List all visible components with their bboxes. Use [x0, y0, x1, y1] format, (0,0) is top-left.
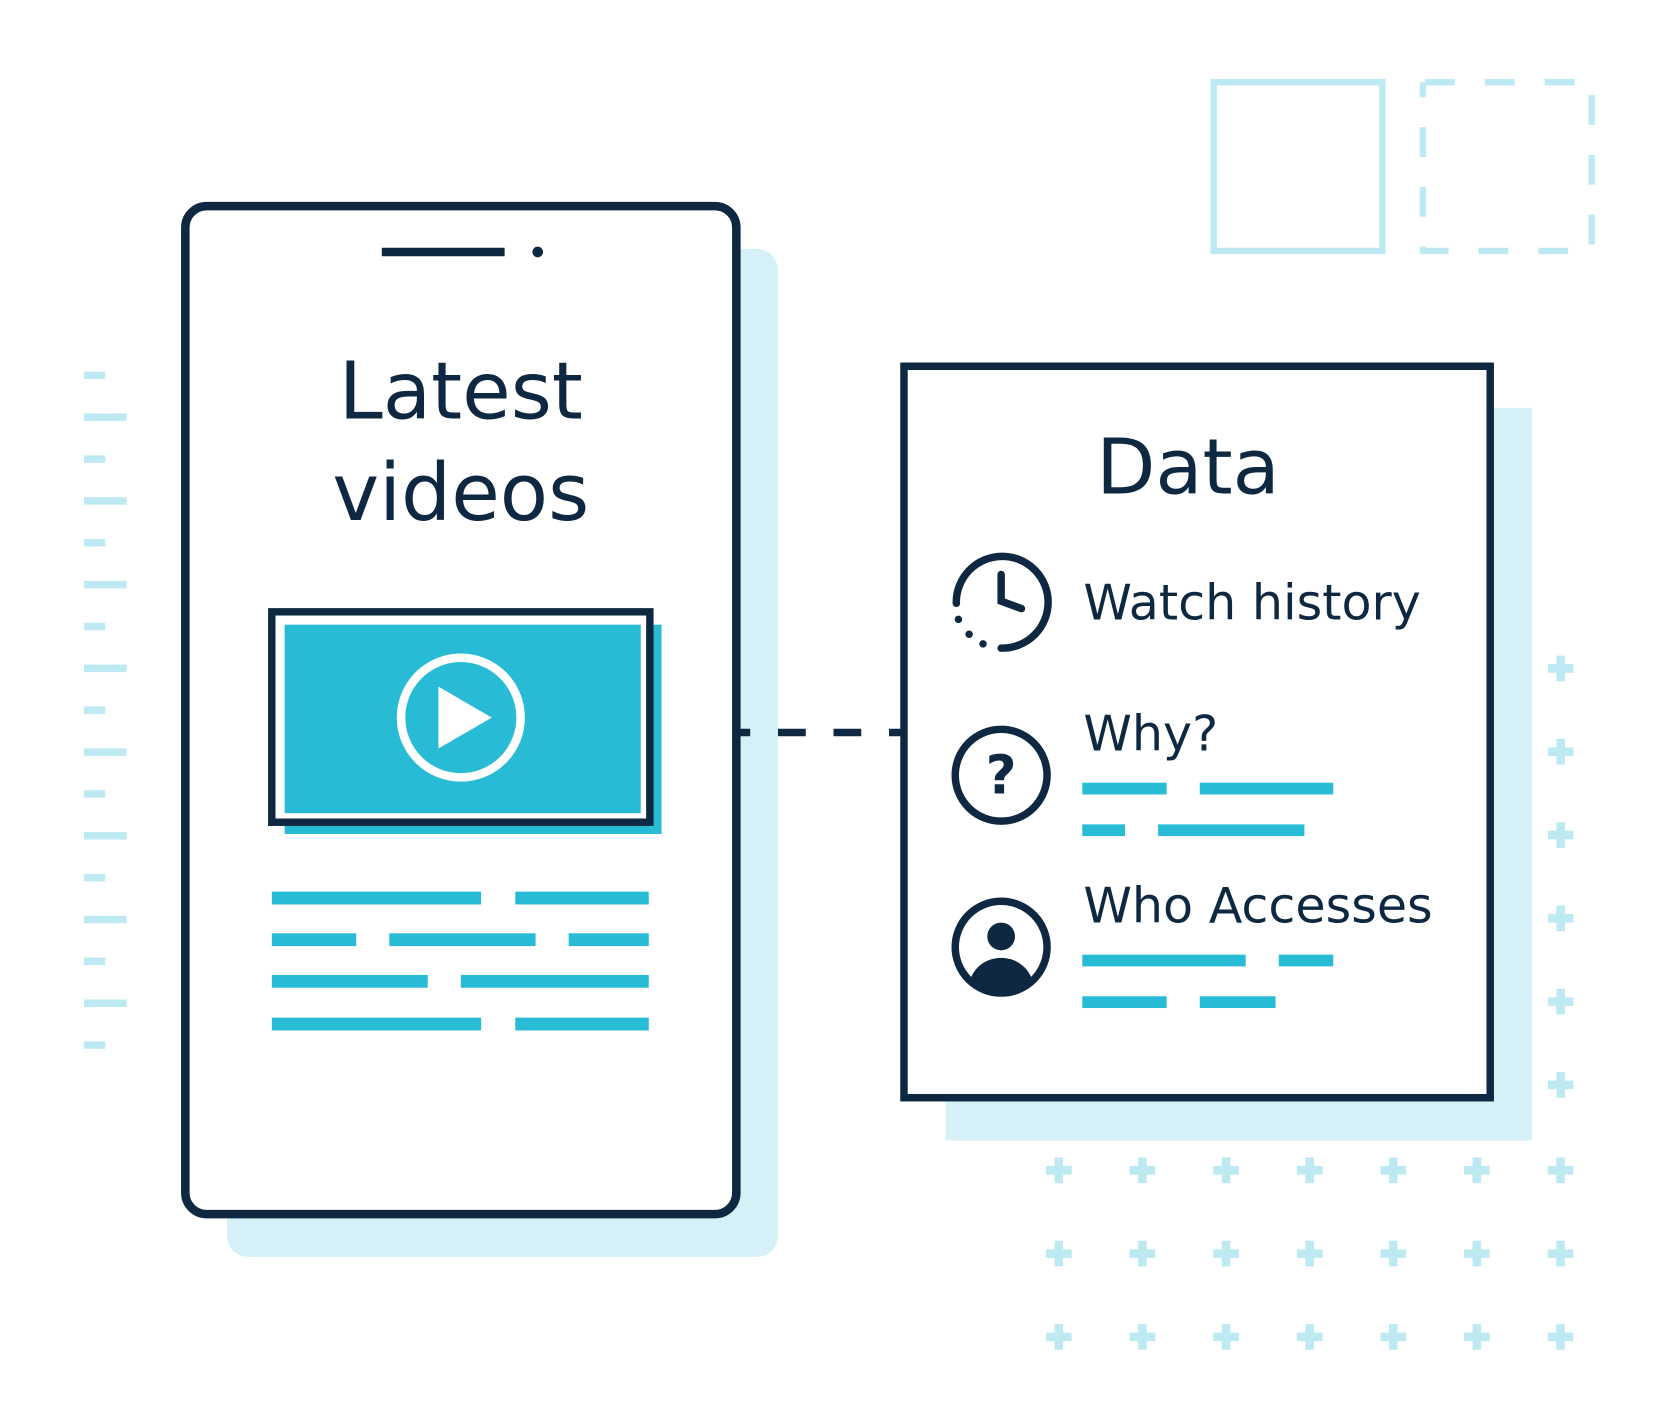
decor-dash [83, 664, 127, 673]
item-label-who-accesses: Who Accesses [1083, 877, 1432, 935]
decor-dash [83, 957, 106, 966]
decor-dash [83, 622, 106, 631]
why-text-lines [1082, 782, 1334, 837]
decor-plus [1213, 1240, 1239, 1267]
decor-plus [1129, 1324, 1156, 1350]
decor-dash [83, 1041, 106, 1049]
decor-plus [1045, 1324, 1072, 1350]
video-thumbnail[interactable] [268, 608, 662, 834]
decor-plus [1045, 1157, 1072, 1184]
decor-dash [83, 413, 127, 421]
decor-plus [1380, 1157, 1407, 1184]
decor-dash [83, 539, 106, 547]
decor-dash [83, 706, 106, 714]
decor-plus [1296, 1157, 1323, 1184]
decor-plus [1464, 1157, 1490, 1184]
decor-dash [83, 580, 127, 589]
user-icon [951, 897, 1051, 997]
decor-dash [83, 873, 106, 882]
decor-dash [83, 371, 106, 380]
decor-squares [1210, 79, 1595, 255]
question-icon: ? [951, 725, 1051, 825]
phone-camera [532, 246, 544, 258]
decor-plus [1129, 1157, 1156, 1184]
decor-plus [1547, 988, 1574, 1015]
decor-plus [1129, 1240, 1156, 1267]
decor-dash [83, 832, 127, 840]
decor-dash [83, 790, 106, 798]
decor-plus [1547, 738, 1574, 765]
clock-history-icon [952, 552, 1052, 652]
decor-plus [1547, 1072, 1574, 1098]
decor-dash [83, 497, 127, 505]
decor-dashes-left [83, 371, 127, 1049]
decor-plus [1547, 1324, 1574, 1350]
phone-title-line2: videos [332, 447, 589, 539]
decor-dash [83, 748, 127, 756]
play-icon[interactable] [396, 653, 525, 782]
decor-plus [1547, 1157, 1574, 1184]
decor-dash [83, 915, 127, 924]
item-label-watch-history: Watch history [1083, 573, 1420, 631]
svg-text:?: ? [986, 743, 1017, 806]
decor-plus [1296, 1240, 1323, 1267]
decor-plus [1296, 1324, 1323, 1350]
phone-title-line1: Latest [339, 346, 583, 438]
decor-dash [83, 999, 127, 1007]
decor-plus [1213, 1157, 1239, 1184]
decor-plus [1380, 1324, 1407, 1350]
decor-plus [1547, 822, 1574, 848]
decor-plus [1380, 1240, 1407, 1267]
who-text-lines [1082, 954, 1334, 1009]
decor-plus [1547, 905, 1574, 932]
decor-dash [83, 455, 106, 463]
decor-plus [1547, 655, 1574, 682]
decor-plus [1464, 1240, 1490, 1267]
data-card-title: Data [1096, 423, 1280, 512]
decor-plus [1547, 1240, 1574, 1267]
phone-text-lines [271, 891, 649, 1031]
decor-plus-grid [1045, 655, 1574, 1350]
item-label-why: Why? [1083, 705, 1218, 763]
decor-plus [1045, 1240, 1072, 1267]
decor-plus [1213, 1324, 1239, 1350]
decor-plus [1464, 1324, 1490, 1350]
